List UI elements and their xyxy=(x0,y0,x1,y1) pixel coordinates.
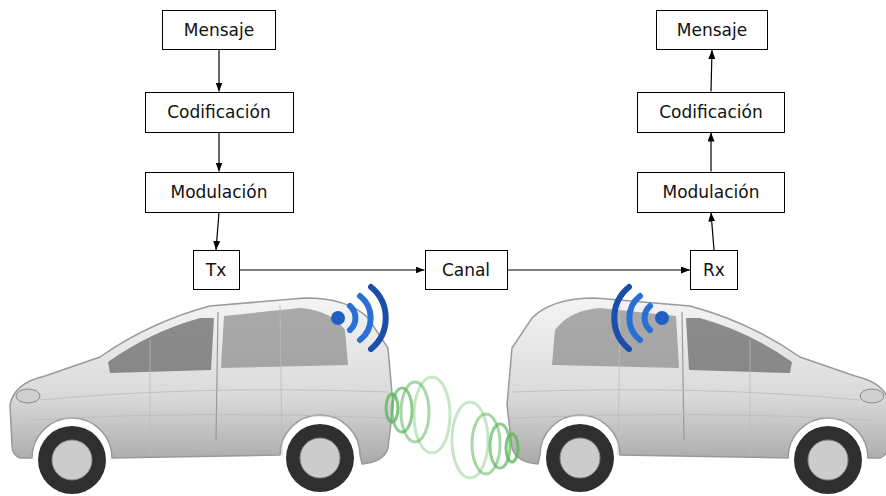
car-rim xyxy=(808,440,848,480)
flow-arrow xyxy=(240,269,425,270)
process-box: Mensaje xyxy=(656,10,768,50)
signal-ring xyxy=(414,377,450,453)
car-wheel xyxy=(794,426,862,494)
car-wheel xyxy=(38,426,106,494)
process-box: Rx xyxy=(690,250,738,290)
signal-ring xyxy=(452,402,488,478)
box-label: Rx xyxy=(703,260,725,280)
process-box: Codificación xyxy=(145,92,294,133)
car-window xyxy=(221,308,348,368)
car-window xyxy=(108,318,214,373)
wifi-arc xyxy=(629,296,640,340)
flow-arrow xyxy=(711,213,714,251)
car-rim xyxy=(560,438,600,478)
car-wheel xyxy=(286,424,354,492)
flow-arrow xyxy=(710,133,711,172)
box-label: Mensaje xyxy=(677,20,747,40)
wifi-icon-right xyxy=(614,287,669,349)
box-label: Codificación xyxy=(659,102,763,122)
wifi-arc xyxy=(645,306,650,330)
box-label: Mensaje xyxy=(184,20,254,40)
car-wheel xyxy=(546,424,614,492)
flow-arrow xyxy=(216,213,219,251)
wifi-icon-left xyxy=(331,287,386,349)
box-label: Codificación xyxy=(167,102,271,122)
wifi-dot xyxy=(331,311,345,325)
flow-arrow xyxy=(218,133,219,172)
process-box: Modulación xyxy=(145,172,294,213)
car-door-line xyxy=(216,312,218,440)
box-label: Tx xyxy=(206,260,226,280)
process-box: Codificación xyxy=(637,92,785,133)
wifi-arc xyxy=(360,296,371,340)
wifi-arc xyxy=(350,306,355,330)
process-box: Modulación xyxy=(637,172,785,213)
wifi-dot xyxy=(655,311,669,325)
car-right xyxy=(507,298,886,494)
car-rim xyxy=(300,438,340,478)
car-rim xyxy=(52,440,92,480)
flow-arrow xyxy=(508,269,691,270)
process-box: Canal xyxy=(425,250,508,290)
wifi-arc xyxy=(614,287,629,349)
box-label: Canal xyxy=(442,260,490,280)
car-headlight xyxy=(860,389,884,403)
car-door-line xyxy=(682,312,684,440)
signal-rings xyxy=(386,377,518,478)
car-headlight xyxy=(16,389,40,403)
flow-arrow xyxy=(218,50,219,92)
car-window xyxy=(686,318,792,373)
box-label: Modulación xyxy=(662,182,759,202)
box-label: Modulación xyxy=(170,182,267,202)
wifi-arc xyxy=(371,287,386,349)
flow-arrow xyxy=(711,50,712,92)
car-left xyxy=(10,298,393,494)
process-box: Mensaje xyxy=(162,10,276,50)
process-box: Tx xyxy=(193,250,240,290)
